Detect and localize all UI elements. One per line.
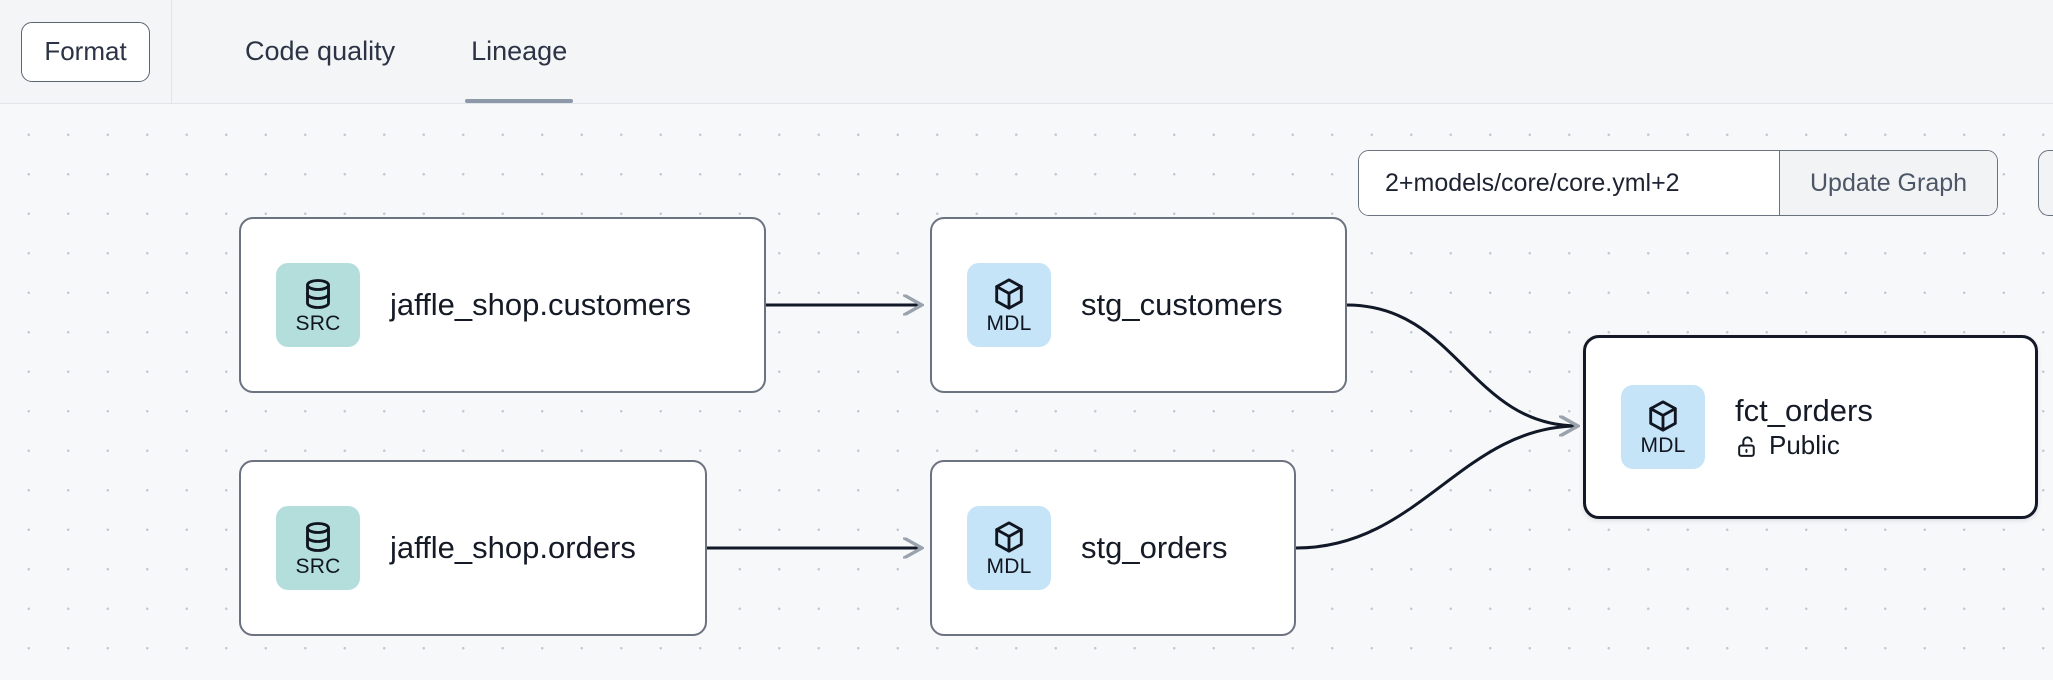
cube-icon: [1649, 400, 1677, 432]
unlock-icon: [1738, 436, 1755, 457]
node-badge-mdl: MDL: [967, 506, 1051, 590]
cube-icon: [995, 278, 1023, 310]
node-title: jaffle_shop.orders: [390, 530, 636, 566]
editor-toolbar: Format Code quality Lineage: [0, 0, 2053, 104]
cube-icon: [995, 521, 1023, 553]
tab-bar: Code quality Lineage: [172, 0, 2053, 103]
tab-lineage-label: Lineage: [471, 36, 568, 66]
node-body: jaffle_shop.customers: [390, 287, 691, 323]
graph-selector-input[interactable]: [1359, 151, 1779, 215]
graph-controls: Update Graph: [1358, 150, 1999, 216]
node-title: jaffle_shop.customers: [390, 287, 691, 323]
tab-lineage-underline: [465, 99, 574, 103]
node-body: stg_customers: [1081, 287, 1283, 323]
lineage-node-jaffle-shop-orders[interactable]: SRC jaffle_shop.orders: [239, 460, 707, 636]
node-badge-label: MDL: [986, 312, 1032, 335]
node-badge-label: MDL: [986, 555, 1032, 578]
node-badge-label: SRC: [295, 312, 341, 335]
node-body: fct_orders Public: [1735, 393, 1873, 462]
node-access-label: Public: [1769, 430, 1840, 461]
tab-code-quality-underline: [239, 99, 401, 103]
node-badge-label: SRC: [295, 555, 341, 578]
database-icon: [306, 279, 330, 309]
lineage-node-stg-customers[interactable]: MDL stg_customers: [930, 217, 1347, 393]
node-access-row: Public: [1735, 430, 1873, 461]
node-title: stg_customers: [1081, 287, 1283, 323]
edge-stg-orders-to-fct-orders: [1295, 426, 1578, 550]
tab-lineage[interactable]: Lineage: [465, 0, 574, 103]
node-badge-src: SRC: [276, 506, 360, 590]
tab-code-quality[interactable]: Code quality: [239, 0, 401, 103]
overflow-control-stub[interactable]: [2038, 150, 2053, 216]
database-icon: [306, 522, 330, 552]
node-badge-label: MDL: [1640, 434, 1686, 457]
update-graph-button[interactable]: Update Graph: [1779, 151, 1998, 215]
lineage-node-stg-orders[interactable]: MDL stg_orders: [930, 460, 1296, 636]
node-body: stg_orders: [1081, 530, 1227, 566]
format-button-zone: Format: [0, 0, 172, 103]
format-button[interactable]: Format: [21, 21, 150, 82]
lineage-canvas[interactable]: SRC jaffle_shop.customers SRC jaffle_sho…: [0, 104, 2053, 680]
node-badge-mdl: MDL: [967, 263, 1051, 347]
node-title: stg_orders: [1081, 530, 1228, 566]
edge-stg-customers-to-fct-orders: [1346, 303, 1578, 426]
node-body: jaffle_shop.orders: [390, 530, 636, 566]
node-badge-src: SRC: [276, 263, 360, 347]
lineage-node-jaffle-shop-customers[interactable]: SRC jaffle_shop.customers: [239, 217, 766, 393]
tab-code-quality-label: Code quality: [245, 36, 396, 66]
lineage-node-fct-orders[interactable]: MDL fct_orders Public: [1583, 335, 2038, 519]
node-title: fct_orders: [1735, 392, 1873, 428]
node-badge-mdl: MDL: [1621, 385, 1705, 469]
